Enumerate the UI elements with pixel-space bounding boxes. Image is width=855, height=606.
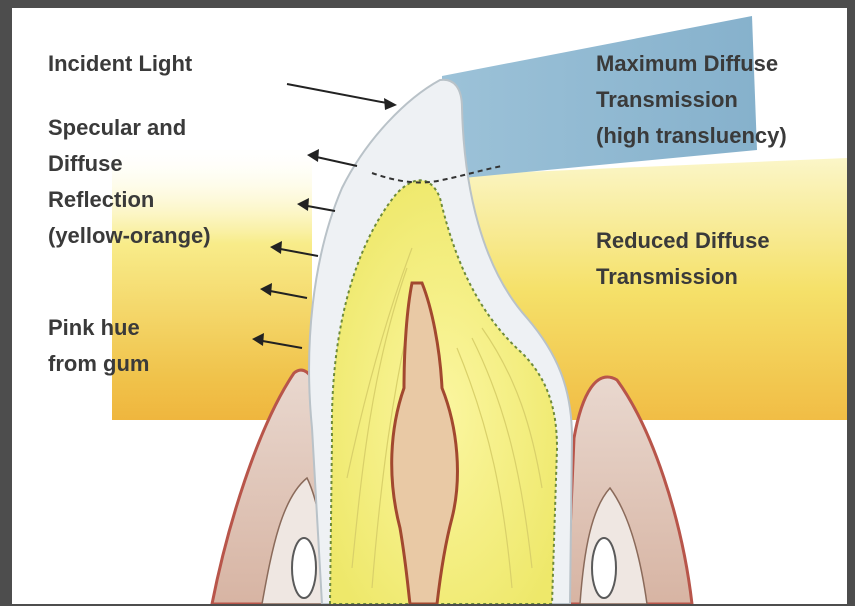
incident-light-arrow	[287, 84, 397, 110]
tooth-illustration: Incident Light Specular and Diffuse Refl…	[12, 8, 847, 604]
pink-hue-label: Pink hue from gum	[48, 310, 149, 382]
root-canal-left	[292, 538, 316, 598]
incident-light-label: Incident Light	[48, 46, 192, 82]
reduced-transmission-label: Reduced Diffuse Transmission	[596, 223, 770, 295]
root-canal-right	[592, 538, 616, 598]
specular-reflection-label: Specular and Diffuse Reflection (yellow-…	[48, 110, 211, 254]
max-transmission-label: Maximum Diffuse Transmission (high trans…	[596, 46, 787, 154]
reflection-arrow	[307, 149, 357, 166]
